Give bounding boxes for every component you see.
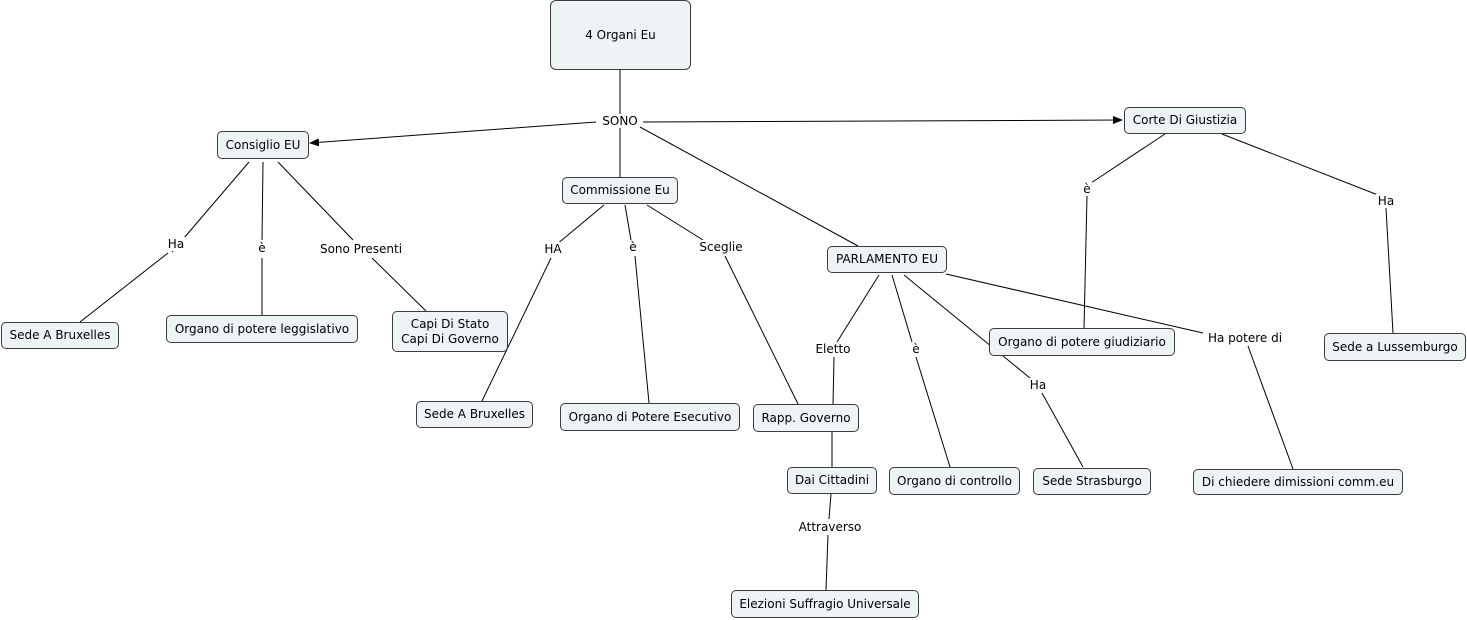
- link-label-commissione-sceglie: Sceglie: [697, 240, 745, 254]
- link-parlamento-e: [891, 274, 913, 343]
- link-sono-parlamento: [639, 126, 859, 247]
- link-commissione-e: [624, 204, 632, 241]
- link-parlamento-ha: [903, 274, 1031, 379]
- node-organo-giudiziario[interactable]: Organo di potere giudiziario: [989, 328, 1175, 356]
- link-label-consiglio-sono-presenti: Sono Presenti: [317, 242, 405, 256]
- node-organo-legislativo[interactable]: Organo di potere leggislativo: [166, 315, 358, 343]
- link-parlamento-eletto: [836, 274, 880, 343]
- node-sede-bruxelles-consiglio[interactable]: Sede A Bruxelles: [1, 322, 119, 349]
- link-label-parlamento-ha: Ha: [1027, 378, 1049, 392]
- link-commissione-ha: [555, 204, 605, 246]
- link-sono-corte: [642, 116, 1123, 125]
- node-commissione[interactable]: Commissione Eu: [562, 177, 678, 204]
- link-e-organo-esecutivo: [634, 255, 650, 404]
- link-label-corte-ha: Ha: [1375, 194, 1397, 208]
- node-dimissioni[interactable]: Di chiedere dimissioni comm.eu: [1193, 469, 1403, 495]
- link-corte-e: [1090, 133, 1166, 184]
- link-sceglie-rapp-governo: [724, 255, 799, 405]
- link-label-parlamento-e: è: [910, 342, 922, 356]
- link-ha-potere-dimissioni: [1247, 345, 1294, 470]
- node-sede-bruxelles-commissione[interactable]: Sede A Bruxelles: [416, 401, 533, 428]
- link-label-consiglio-e: è: [256, 241, 268, 255]
- link-e-organo-giudiziario: [1083, 195, 1088, 329]
- node-sede-strasburgo[interactable]: Sede Strasburgo: [1033, 468, 1151, 495]
- node-sede-lussemburgo[interactable]: Sede a Lussemburgo: [1324, 333, 1466, 361]
- node-capi[interactable]: Capi Di Stato Capi Di Governo: [392, 311, 508, 352]
- node-organo-esecutivo[interactable]: Organo di Potere Esecutivo: [560, 403, 740, 431]
- link-label-consiglio-ha: Ha: [165, 237, 187, 251]
- node-dai-cittadini[interactable]: Dai Cittadini: [787, 467, 877, 494]
- link-sono-presenti-capi: [371, 257, 427, 312]
- link-label-sono: SONO: [600, 114, 640, 128]
- node-parlamento[interactable]: PARLAMENTO EU: [827, 246, 947, 273]
- node-consiglio[interactable]: Consiglio EU: [217, 131, 309, 159]
- node-root[interactable]: 4 Organi Eu: [550, 0, 691, 70]
- link-label-commissione-ha: HA: [542, 242, 564, 256]
- node-corte[interactable]: Corte Di Giustizia: [1124, 107, 1246, 134]
- link-label-commissione-e: è: [627, 240, 639, 254]
- link-ha-sede-lussemburgo: [1385, 207, 1394, 334]
- link-label-cittadini-attraverso: Attraverso: [796, 520, 864, 534]
- link-consiglio-sono-presenti: [277, 161, 354, 241]
- link-eletto-rapp-governo: [832, 356, 835, 406]
- node-organo-controllo[interactable]: Organo di controllo: [889, 467, 1020, 495]
- node-elezioni[interactable]: Elezioni Suffragio Universale: [731, 590, 919, 618]
- link-commissione-sceglie: [646, 204, 704, 241]
- node-rapp-governo[interactable]: Rapp. Governo: [753, 404, 859, 432]
- link-corte-ha: [1221, 133, 1379, 196]
- link-consiglio-e: [261, 161, 264, 241]
- link-label-parlamento-ha-potere-di: Ha potere di: [1205, 331, 1285, 345]
- link-label-corte-e: è: [1081, 182, 1093, 196]
- link-sono-consiglio: [309, 121, 597, 147]
- link-ha-sede-bruxelles: [79, 252, 169, 323]
- link-cittadini-attraverso: [828, 493, 832, 520]
- link-label-parlamento-eletto: Eletto: [813, 342, 853, 356]
- link-ha-sede-bruxelles-2: [481, 257, 552, 402]
- link-parlamento-ha-potere: [945, 273, 1204, 334]
- link-e-organo-controllo: [915, 356, 951, 468]
- link-ha-sede-strasburgo: [1041, 392, 1084, 468]
- link-attraverso-elezioni: [825, 534, 829, 591]
